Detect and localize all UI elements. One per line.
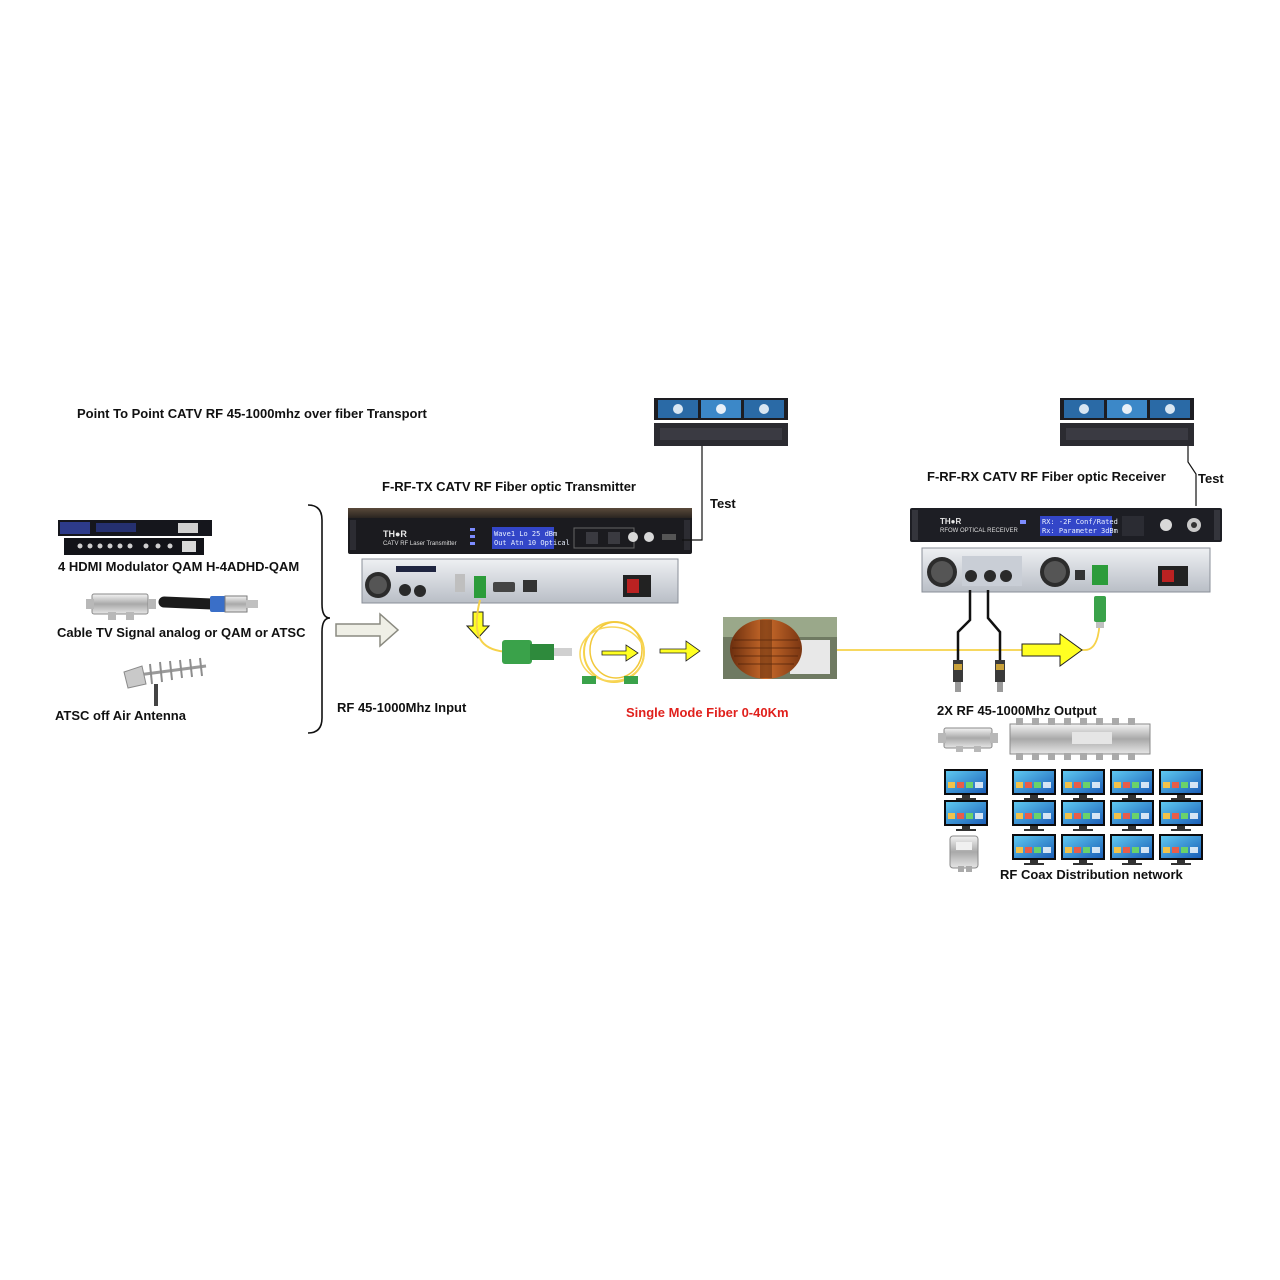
source-antenna-label: ATSC off Air Antenna — [55, 708, 186, 723]
rf-output-label: 2X RF 45-1000Mhz Output — [937, 703, 1097, 718]
distribution-label: RF Coax Distribution network — [1000, 867, 1183, 882]
coax-cable-image — [158, 595, 258, 613]
tx-arrow-right-1 — [601, 644, 639, 662]
transmitter-rear-panel — [361, 558, 679, 604]
transmitter-front-panel: TH●R CATV RF Laser Transmitter Wave1 Lo … — [348, 508, 692, 554]
rx-test-line — [1187, 446, 1197, 506]
source-cable-label: Cable TV Signal analog or QAM or ATSC — [57, 625, 306, 640]
sources-brace — [307, 504, 331, 734]
test-rx-label: Test — [1198, 471, 1224, 486]
tx-fiber-arrow-down — [465, 611, 491, 639]
receiver-lcd-line2: Rx: Parameter 3dBm — [1042, 527, 1118, 535]
rx-fiber-connector-image — [1094, 596, 1106, 628]
modulator-equipment-image — [58, 520, 212, 555]
rf-input-arrow — [335, 612, 400, 648]
sc-apc-connector-image — [502, 640, 572, 664]
fiber-label: Single Mode Fiber 0-40Km — [626, 705, 789, 720]
receiver-rear-panel — [921, 547, 1211, 593]
antenna-image — [123, 657, 207, 706]
test-tx-label: Test — [710, 496, 736, 511]
coax-splitter-image — [86, 593, 156, 620]
transmitter-lcd — [492, 527, 554, 549]
receiver-front-panel: TH●R RFOW OPTICAL RECEIVER RX: -2F Conf/… — [910, 508, 1222, 542]
transmitter-model-text: CATV RF Laser Transmitter — [383, 541, 457, 547]
fiber-spool-image — [723, 617, 837, 679]
receiver-lcd-line1: RX: -2F Conf/Rated — [1042, 518, 1118, 526]
tx-test-line — [682, 446, 703, 541]
fiber-arrow-right — [659, 640, 701, 662]
transmitter-label: F-RF-TX CATV RF Fiber optic Transmitter — [382, 479, 636, 494]
amplifier-image — [949, 835, 979, 872]
diagram-title: Point To Point CATV RF 45-1000mhz over f… — [77, 406, 427, 421]
transmitter-lcd-line2: Out Atn 10 Optical — [494, 539, 570, 547]
source-modulator-label: 4 HDMI Modulator QAM H-4ADHD-QAM — [58, 559, 300, 574]
rx-test-monitor — [1060, 398, 1194, 446]
receiver-brand: TH●R — [940, 517, 961, 526]
rx-fiber-arrow-right — [1021, 633, 1083, 667]
transmitter-brand: TH●R — [383, 529, 407, 539]
receiver-model-text: RFOW OPTICAL RECEIVER — [940, 528, 1018, 534]
rf-input-label: RF 45-1000Mhz Input — [337, 700, 467, 715]
tx-test-monitor — [654, 398, 788, 446]
distribution-tv-grid — [944, 769, 1203, 865]
transmitter-lcd-line1: Wave1 Lo 25 dBm — [494, 530, 557, 538]
fiber-patch-cord-image — [579, 621, 645, 684]
receiver-lcd — [1040, 516, 1112, 536]
rx-splitter-2way-image — [938, 727, 998, 752]
rx-splitter-16way-image — [1009, 718, 1151, 760]
receiver-label: F-RF-RX CATV RF Fiber optic Receiver — [927, 469, 1166, 484]
rf-output-cables — [953, 590, 1005, 692]
